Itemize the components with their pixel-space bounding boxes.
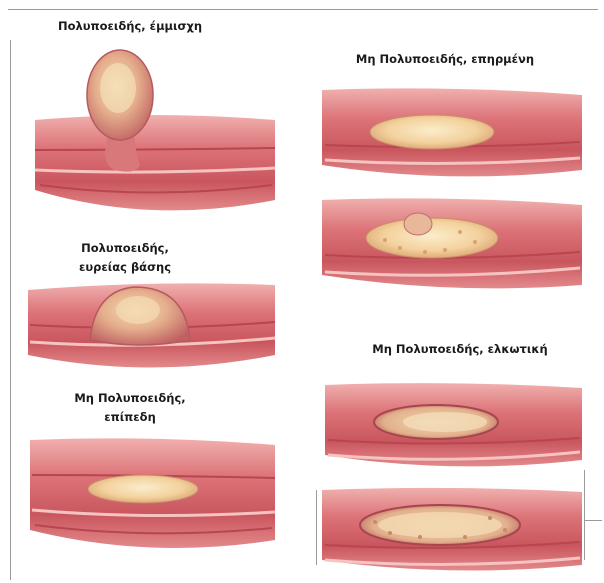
- label-sessile-line2: ευρείας βάσης: [40, 259, 210, 276]
- elevated-illustration: [322, 88, 582, 176]
- label-flat-line1: Μη Πολυποειδής,: [40, 390, 220, 407]
- left-frame-line: [10, 40, 11, 580]
- ulcerated-illustration: [325, 383, 582, 466]
- label-pedunculated: Πολυποειδής, έμμισχη: [30, 18, 230, 35]
- right-bracket-line: [584, 520, 602, 521]
- ulcerated-large-illustration: [322, 488, 582, 571]
- label-elevated: Μη Πολυποειδής, επηρμένη: [330, 51, 560, 68]
- elevated-with-nodule-illustration: [322, 198, 582, 288]
- right-frame-line: [584, 470, 585, 560]
- pedunculated-illustration: [35, 50, 275, 210]
- inner-frame-line: [316, 490, 317, 565]
- label-ulcerated: Μη Πολυποειδής, ελκωτική: [340, 341, 580, 358]
- flat-illustration: [30, 438, 275, 548]
- top-frame-line: [8, 9, 598, 10]
- sessile-illustration: [28, 283, 275, 367]
- label-flat-line2: επίπεδη: [40, 409, 220, 426]
- label-sessile-line1: Πολυποειδής,: [40, 240, 210, 257]
